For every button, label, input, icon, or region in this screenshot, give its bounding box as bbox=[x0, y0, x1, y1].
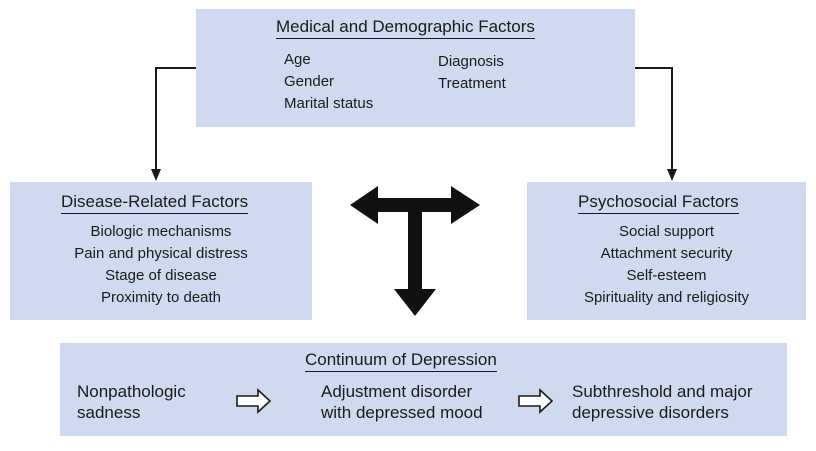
stage-major-line2: depressive disorders bbox=[572, 403, 729, 422]
stage-adjustment-line2: with depressed mood bbox=[321, 403, 483, 422]
stage-nonpathologic-line2: sadness bbox=[77, 403, 141, 422]
psychosocial-box: Psychosocial Factors Social support Atta… bbox=[527, 182, 806, 320]
factor-age: Age bbox=[284, 51, 311, 68]
medical-demographic-title: Medical and Demographic Factors bbox=[276, 17, 535, 39]
connector-left bbox=[155, 67, 196, 170]
medical-demographic-box: Medical and Demographic Factors Age Gend… bbox=[196, 9, 635, 127]
disease-related-box: Disease-Related Factors Biologic mechani… bbox=[10, 182, 312, 320]
factor-treatment: Treatment bbox=[438, 75, 506, 92]
arrowhead-left bbox=[151, 169, 161, 181]
disease-related-title: Disease-Related Factors bbox=[61, 192, 249, 214]
disease-item: Stage of disease bbox=[105, 267, 217, 284]
factor-diagnosis: Diagnosis bbox=[438, 53, 504, 70]
factor-gender: Gender bbox=[284, 73, 335, 90]
t-arrow-icon bbox=[350, 186, 480, 316]
psychosocial-item: Attachment security bbox=[600, 245, 733, 262]
psychosocial-item: Self-esteem bbox=[626, 267, 707, 284]
arrowhead-right bbox=[667, 169, 677, 181]
continuum-title: Continuum of Depression bbox=[305, 350, 497, 372]
disease-item: Proximity to death bbox=[100, 289, 222, 306]
stage-nonpathologic-line1: Nonpathologic bbox=[77, 382, 186, 401]
factor-marital-status: Marital status bbox=[284, 95, 374, 112]
disease-item: Pain and physical distress bbox=[74, 245, 248, 262]
connector-right bbox=[635, 67, 673, 170]
hollow-arrow-icon bbox=[518, 388, 554, 414]
psychosocial-item: Spirituality and religiosity bbox=[583, 289, 750, 306]
psychosocial-item: Social support bbox=[618, 223, 715, 240]
stage-adjustment-line1: Adjustment disorder bbox=[321, 382, 473, 401]
disease-item: Biologic mechanisms bbox=[90, 223, 232, 240]
stage-major-line1: Subthreshold and major bbox=[572, 382, 753, 401]
continuum-box: Continuum of Depression Nonpathologic sa… bbox=[60, 343, 787, 436]
hollow-arrow-icon bbox=[236, 388, 272, 414]
psychosocial-title: Psychosocial Factors bbox=[578, 192, 739, 214]
